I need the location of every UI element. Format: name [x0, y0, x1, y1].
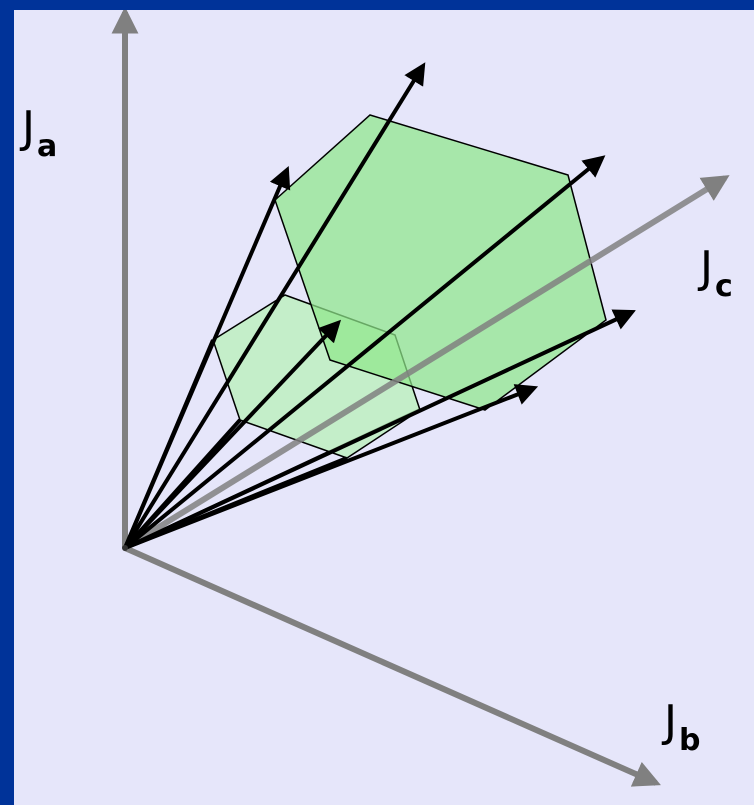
vector-arrow	[123, 155, 606, 550]
axis-label-ja: Ja	[22, 106, 57, 162]
axis-label-jc-sub: c	[714, 269, 733, 304]
vector-arrow	[124, 309, 636, 550]
axis-label-jb-sub: b	[678, 723, 701, 758]
vector-arrow	[124, 384, 539, 550]
axis-label-jb: Jb	[664, 700, 700, 756]
large-hexagon	[274, 114, 607, 411]
axis-jc-line	[123, 175, 730, 551]
axis-label-ja-main: J	[22, 102, 35, 153]
axis-label-jb-main: J	[664, 696, 677, 747]
axis-label-jc-main: J	[700, 242, 713, 293]
axis-label-jc: Jc	[700, 246, 733, 302]
vector-arrow	[123, 165, 291, 549]
origin-point	[122, 545, 128, 551]
large-hexagon-vectors	[123, 62, 636, 550]
diagram-canvas: Ja Jb Jc	[14, 10, 754, 805]
vector-arrow	[123, 319, 342, 550]
diagram-svg	[111, 10, 730, 787]
axis-jb-line	[123, 545, 661, 787]
vector-arrow	[123, 62, 426, 550]
axis-label-ja-sub: a	[36, 129, 58, 164]
